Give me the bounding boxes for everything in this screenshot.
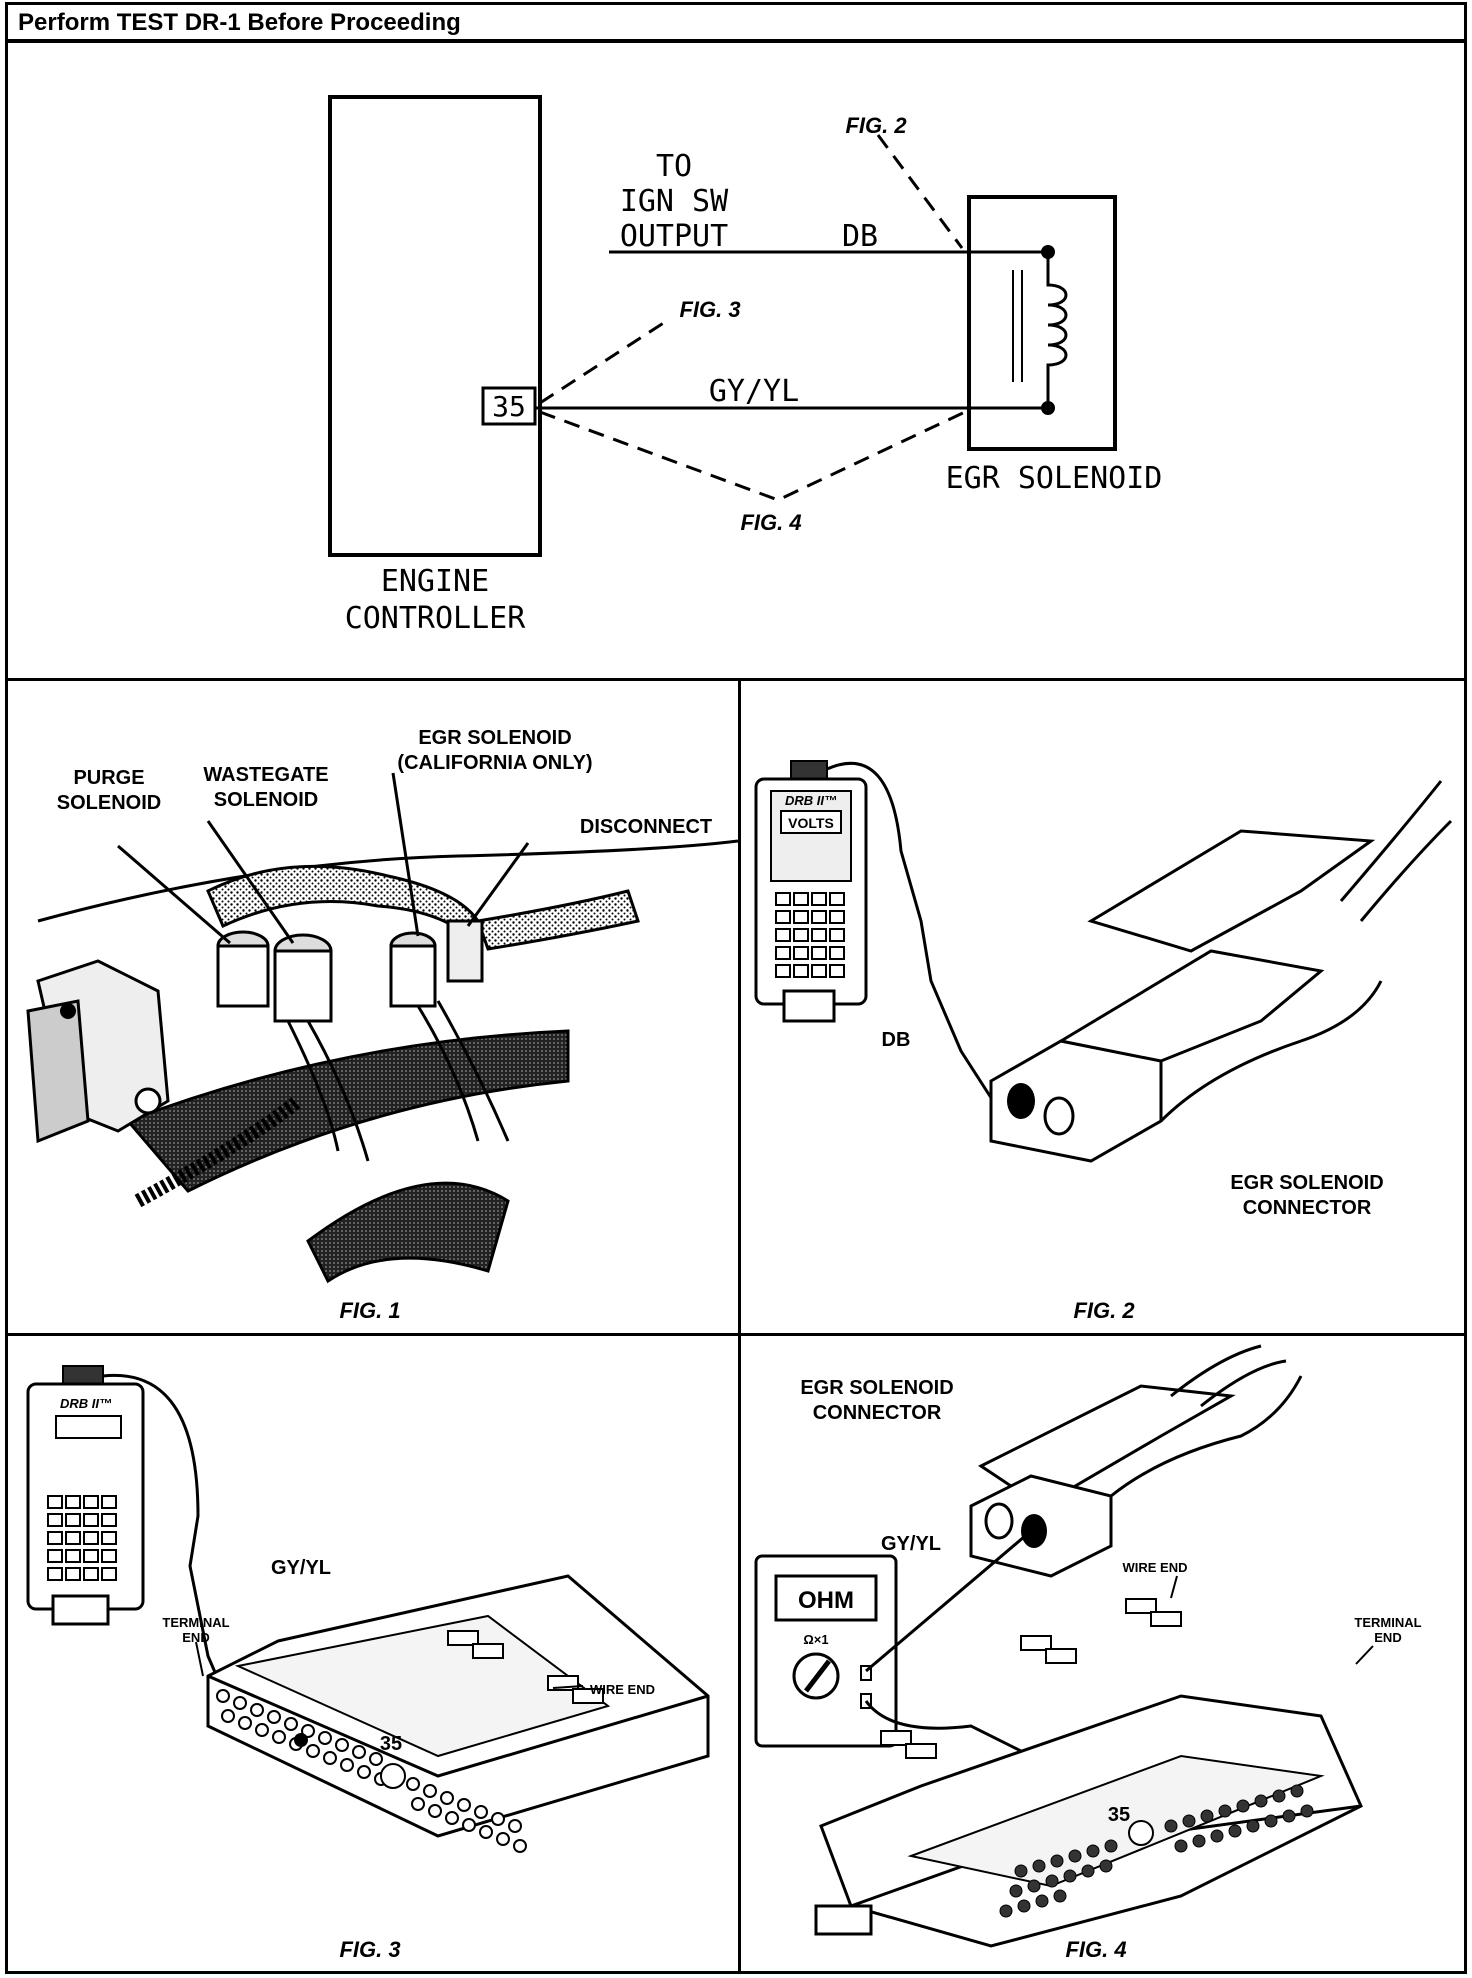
- meter-lead-positive: [865, 1529, 1032, 1673]
- hose-right: [475, 889, 640, 951]
- fig2-caption: FIG. 2: [1073, 1298, 1135, 1323]
- tester-display: [780, 810, 842, 834]
- connector-label-1: EGR SOLENOID: [1230, 1172, 1383, 1194]
- engine-controller-label-2: CONTROLLER: [345, 601, 527, 636]
- engine-controller-connector: [206, 1574, 710, 1853]
- pin-35-label: 35: [492, 390, 526, 423]
- fig2-voltage-test-illustration: DRB II™ VOLTS DB EGR SOLENOID CONNECTOR …: [754, 760, 1453, 1323]
- bracket-plate: [26, 999, 90, 1144]
- wastegate-solenoid-label-1: WASTEGATE: [203, 764, 328, 786]
- gyyl-wire-label: GY/YL: [709, 374, 799, 409]
- pin-35-box: [481, 386, 537, 426]
- engine-controller-box: [328, 95, 542, 557]
- egr-solenoid-box: [967, 195, 1117, 451]
- gyyl-wire-label: GY/YL: [271, 1557, 331, 1579]
- ign-sw-label-3: OUTPUT: [620, 219, 728, 254]
- wastegate-leader: [206, 820, 295, 944]
- terminal-end-label-1: TERMINAL: [162, 1615, 229, 1630]
- pin-35-label: 35: [380, 1733, 402, 1755]
- fig4-reference: FIG. 4: [740, 510, 801, 535]
- connector-label-2: CONNECTOR: [813, 1402, 942, 1424]
- engine-controller-label-1: ENGINE: [381, 564, 489, 599]
- bracket-nut: [134, 1087, 162, 1115]
- purge-solenoid: [216, 930, 270, 1008]
- wire-end-leader: [552, 1685, 584, 1689]
- fig3-leader: [539, 320, 666, 405]
- fig4-panel: [738, 1333, 1467, 1974]
- egr-solenoid-label-1: EGR SOLENOID: [418, 727, 571, 749]
- fig2-reference: FIG. 2: [845, 113, 907, 138]
- egr-leader: [391, 772, 420, 937]
- fig4-resistance-test-illustration: EGR SOLENOID CONNECTOR OHM Ω×1 GY/YL: [754, 1344, 1422, 1962]
- coil-terminal-bottom: [1041, 401, 1055, 415]
- terminal-end-leader: [195, 1641, 204, 1677]
- ohmmeter: [754, 1554, 898, 1748]
- wire-end-label: WIRE END: [1123, 1560, 1188, 1575]
- gyyl-wire-label: GY/YL: [881, 1533, 941, 1555]
- fig3-reference: FIG. 3: [679, 297, 740, 322]
- purge-solenoid-label-2: SOLENOID: [57, 792, 161, 814]
- coil-terminal-top: [1041, 245, 1055, 259]
- egr-solenoid-connector: [989, 780, 1453, 1163]
- engine-controller-connector: [814, 1598, 1363, 1948]
- bracket-bolt: [60, 1003, 76, 1019]
- terminal-end-leader: [1355, 1645, 1374, 1665]
- drb-ii-tester: [26, 1365, 145, 1626]
- fig4-leader: [539, 410, 966, 502]
- terminal-end-label-2: END: [182, 1630, 209, 1645]
- fig4-caption: FIG. 4: [1065, 1937, 1126, 1962]
- egr-solenoid-label: EGR SOLENOID: [946, 461, 1163, 496]
- ign-sw-label-2: IGN SW: [620, 184, 729, 219]
- egr-solenoid-component: [389, 919, 484, 1008]
- meter-lead-negative: [864, 1700, 1072, 1778]
- egr-solenoid-label-2: (CALIFORNIA ONLY): [397, 752, 592, 774]
- purge-solenoid-label-1: PURGE: [73, 767, 144, 789]
- tester-probe-lead: [826, 761, 1008, 1122]
- tester-probe-lead: [102, 1373, 240, 1727]
- wire-harness: [125, 1029, 570, 1193]
- connector-label-1: EGR SOLENOID: [800, 1377, 953, 1399]
- wire-end-leader: [1170, 1575, 1178, 1599]
- tester-display-text: VOLTS: [788, 815, 834, 831]
- tester-brand-label: DRB II™: [785, 793, 837, 808]
- drb-ii-tester: [754, 760, 868, 1023]
- wastegate-solenoid: [273, 933, 333, 1023]
- wire-end-label: WIRE END: [590, 1682, 655, 1697]
- fig3-controller-pin-test-illustration: DRB II™ GY/YL TERMINAL END WIRE END: [26, 1365, 710, 1962]
- fig2-leader: [876, 134, 964, 249]
- ohmmeter-display-text: OHM: [798, 1587, 854, 1614]
- wastegate-solenoid-label-2: SOLENOID: [214, 789, 318, 811]
- engine-edge-line: [37, 839, 738, 923]
- terminal-end-label-1: TERMINAL: [1354, 1615, 1421, 1630]
- solenoid-wire-leads: [286, 1000, 510, 1162]
- tester-brand-label: DRB II™: [60, 1396, 112, 1411]
- wire-harness-lower: [306, 1181, 510, 1284]
- db-wire-label: DB: [842, 219, 878, 254]
- conduit: [134, 1095, 303, 1208]
- disconnect-label: DISCONNECT: [580, 816, 712, 838]
- purge-leader: [117, 844, 231, 945]
- fig1-caption: FIG. 1: [339, 1298, 400, 1323]
- solenoid-coil: [1046, 252, 1068, 408]
- fig1-engine-illustration: PURGE SOLENOID WASTEGATE SOLENOID EGR SO…: [26, 727, 738, 1323]
- wiring-schematic: ENGINE CONTROLLER 35 TO IGN SW OUTPUT DB…: [328, 95, 1163, 636]
- pin-35-label: 35: [1108, 1804, 1130, 1826]
- ohmmeter-range-label: Ω×1: [803, 1632, 828, 1647]
- connector-label-2: CONNECTOR: [1243, 1197, 1372, 1219]
- db-wire-label: DB: [882, 1029, 911, 1051]
- terminal-end-label-2: END: [1374, 1630, 1401, 1645]
- ign-sw-label-1: TO: [656, 149, 692, 184]
- disconnect-leader: [466, 842, 530, 927]
- header-title: Perform TEST DR-1 Before Proceeding: [18, 9, 461, 36]
- fig3-caption: FIG. 3: [339, 1937, 400, 1962]
